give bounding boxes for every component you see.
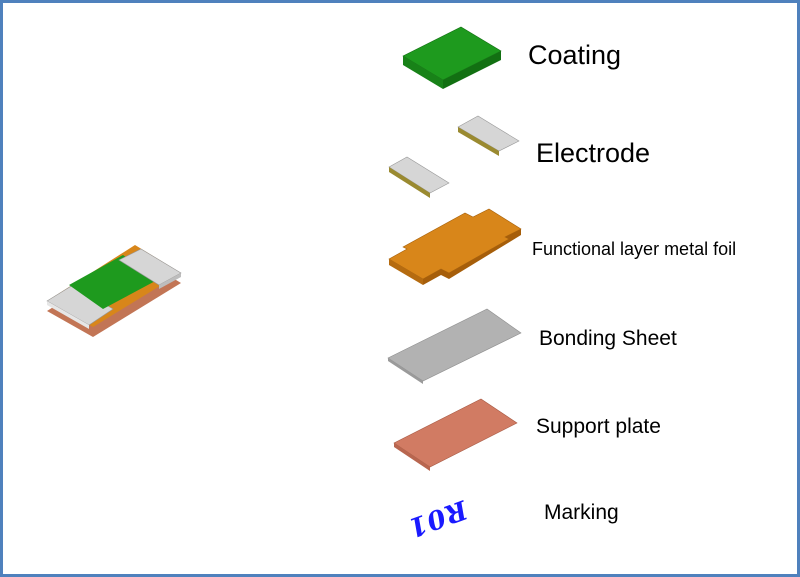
coating-left-side (403, 56, 443, 89)
electrode-lower-top (388, 156, 450, 194)
bonding-sheet-side (388, 358, 423, 384)
label-bonding-sheet: Bonding Sheet (539, 327, 677, 350)
bonding-sheet-layer (387, 308, 522, 384)
label-electrode: Electrode (536, 138, 651, 168)
exploded-layer-diagram (46, 26, 522, 471)
metal-foil-layer (388, 208, 522, 285)
electrode-upper (457, 115, 520, 156)
coating-layer (402, 26, 502, 89)
electrode-lower-side (389, 167, 430, 198)
label-support-plate: Support plate (536, 415, 661, 438)
electrode-upper-top (457, 115, 520, 152)
chip-right-electrode-edge (159, 273, 181, 289)
support-plate-side (394, 443, 430, 471)
label-functional-layer: Functional layer metal foil (532, 239, 737, 259)
electrode-upper-side (458, 127, 499, 156)
metal-foil-left-side (389, 259, 423, 285)
label-coating: Coating (528, 40, 622, 70)
coating-front-side (443, 51, 501, 89)
assembled-chip-resistor (46, 245, 182, 337)
metal-foil-front-side (423, 229, 521, 285)
label-marking: Marking (544, 501, 619, 524)
bonding-sheet-top (387, 308, 522, 382)
chip-left-electrode-edge (47, 301, 89, 329)
electrode-lower (388, 156, 450, 198)
support-plate-layer (393, 398, 518, 471)
